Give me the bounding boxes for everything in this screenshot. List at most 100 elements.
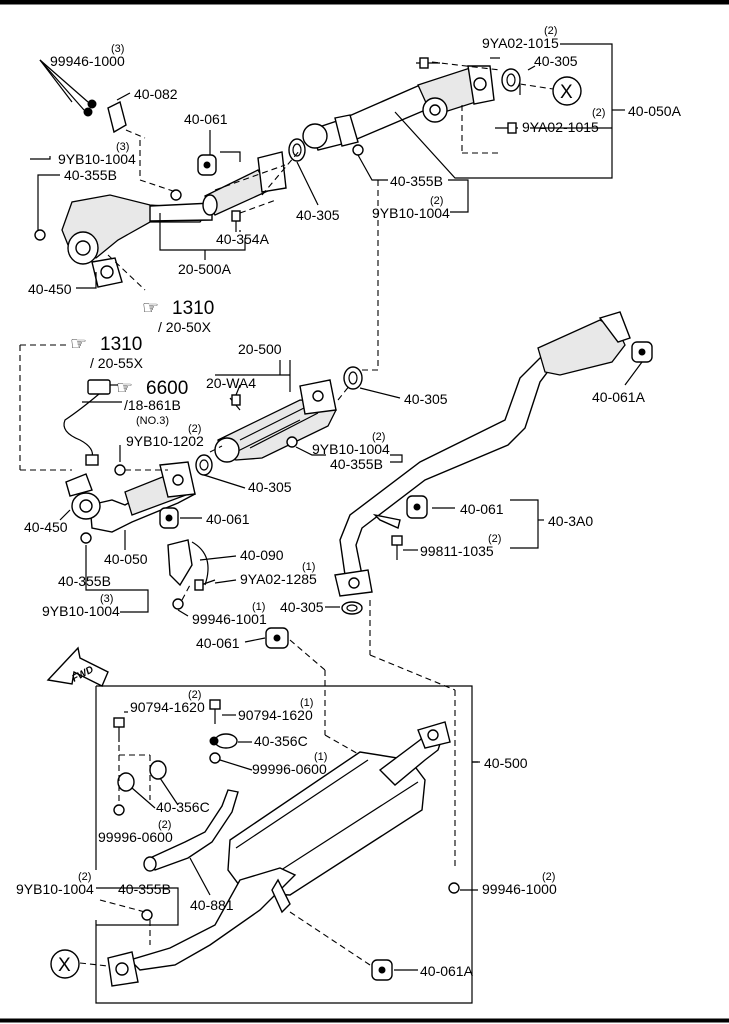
- qty-99996-0600-a: (1): [314, 751, 327, 763]
- label-40-450-b: 40-450: [24, 519, 68, 535]
- gasket-40-305-a: [288, 138, 306, 162]
- bolt-40-354a: [231, 210, 241, 232]
- label-9yb10-1004-e: 9YB10-1004: [16, 881, 94, 897]
- nut-99996-0600-a: [209, 752, 221, 764]
- ref-hand-icon-1310-a: ☞: [142, 298, 159, 319]
- label-40-355b-a: 40-355B: [64, 167, 117, 183]
- qty-9yb10-1004-a: (3): [116, 141, 129, 153]
- bolt-9ya02-1285: [194, 579, 216, 591]
- label-40-450-a: 40-450: [28, 281, 72, 297]
- gasket-40-305-lower: [195, 454, 213, 476]
- gasket-40-305-right: [341, 601, 363, 615]
- label-9yb10-1004-a: 9YB10-1004: [58, 151, 136, 167]
- qty-99996-0600-b: (2): [158, 819, 171, 831]
- nut-9yb10-1202: [114, 464, 126, 476]
- label-99946-1001: 99946-1001: [192, 611, 267, 627]
- hanger-40-061a-lower: [371, 959, 393, 981]
- nut-40-355b-lower-left: [80, 532, 92, 544]
- gasket-40-305-a-inner: [292, 143, 302, 157]
- gasket-40-305-b: [501, 68, 521, 92]
- top-leaders: [30, 43, 625, 371]
- label-20-wa4: 20-WA4: [206, 375, 256, 391]
- label-40-061a-a: 40-061A: [592, 389, 646, 405]
- ref-6600-sub2: (NO.3): [136, 415, 169, 427]
- nut-9yb10-1004-mid: [286, 436, 298, 448]
- bottom-leaders: [79, 711, 480, 971]
- label-9yb10-1004-b: 9YB10-1004: [372, 205, 450, 221]
- clamp-40-356c-b: [117, 760, 167, 792]
- nut-9yb10-top-right: [352, 144, 364, 156]
- ref-1310-b-sub: / 20-55X: [90, 355, 144, 371]
- gasket-40-305-mid-inner: [348, 371, 358, 385]
- label-40-3a0: 40-3A0: [548, 513, 593, 529]
- gasket-40-305-mid: [343, 366, 363, 390]
- nut-9yb10-mid: [170, 189, 182, 201]
- qty-99946-1000-top: (3): [111, 43, 124, 55]
- qty-9ya02-1015-b: (2): [592, 107, 605, 119]
- fwd-arrow: FWD: [46, 646, 109, 687]
- qty-9yb10-1004-e: (2): [78, 871, 91, 883]
- label-40-355b-b: 40-355B: [390, 173, 443, 189]
- main-muffler-40-500: [107, 721, 451, 987]
- connector-x-bottom-label: X: [58, 955, 71, 976]
- nut-40-355b-bottom: [141, 909, 153, 921]
- ref-6600-sub: /18-861B: [124, 397, 181, 413]
- qty-9yb10-1004-d: (3): [100, 593, 113, 605]
- hanger-40-061-right: [406, 495, 428, 519]
- bolt-90794-1620-b: [209, 699, 221, 724]
- qty-9ya02-1285: (1): [302, 561, 315, 573]
- label-20-500a: 20-500A: [178, 261, 232, 277]
- nut-99946-1001: [172, 598, 184, 610]
- bolt-99811-1035: [391, 535, 403, 560]
- nut-99996-0600-b: [113, 804, 125, 816]
- top-rule: [0, 0, 729, 5]
- label-40-090: 40-090: [240, 547, 284, 563]
- label-9ya02-1285: 9YA02-1285: [240, 571, 317, 587]
- label-40-061-d: 40-061: [460, 501, 504, 517]
- label-40-050a: 40-050A: [628, 103, 682, 119]
- nut-9yb10-top-left: [34, 229, 46, 241]
- hanger-40-061-lower: [265, 627, 289, 649]
- label-40-061-a: 40-061: [184, 111, 228, 127]
- label-99996-0600-a: 99996-0600: [252, 761, 327, 777]
- oxygen-sensor: [63, 379, 111, 466]
- hanger-40-061-top: [197, 151, 241, 176]
- pipe-40-050a: [302, 65, 495, 151]
- bottom-rule: [0, 1018, 729, 1023]
- label-99996-0600-b: 99996-0600: [98, 829, 173, 845]
- clamp-40-356c-a: [209, 733, 238, 749]
- qty-99946-1001: (1): [252, 601, 265, 613]
- bolt-90794-1620-a: [113, 717, 125, 742]
- ref-1310-a-sub: / 20-50X: [158, 319, 212, 335]
- qty-90794-1620-a: (2): [188, 689, 201, 701]
- label-40-305-b: 40-305: [534, 53, 578, 69]
- bolt-20-wa4: [229, 394, 241, 411]
- qty-9yb10-1004-b: (2): [430, 195, 443, 207]
- bolt-9ya02-1015-b: [495, 122, 518, 134]
- qty-9yb10-1202: (2): [188, 423, 201, 435]
- label-40-881: 40-881: [190, 897, 234, 913]
- hanger-40-061a-upper: [631, 341, 653, 363]
- label-40-356c-a: 40-356C: [254, 733, 308, 749]
- label-40-061-b: 40-061: [206, 511, 250, 527]
- nut-99946-1000-bottom: [448, 882, 460, 894]
- label-99946-1000-b: 99946-1000: [482, 881, 557, 897]
- ref-6600: 6600: [146, 378, 188, 399]
- resonator-pipe-40-3a0: [334, 311, 631, 597]
- ref-hand-icon-6600: ☞: [116, 378, 133, 399]
- ref-1310-a: 1310: [172, 298, 214, 319]
- label-9ya02-1015-b: 9YA02-1015: [522, 119, 599, 135]
- gasket-40-305-b-inner: [506, 73, 516, 87]
- qty-9ya02-1015-a: (2): [544, 25, 557, 37]
- label-40-355b-e: 40-355B: [118, 881, 171, 897]
- label-40-305-c: 40-305: [404, 391, 448, 407]
- label-9ya02-1015-a: 9YA02-1015: [482, 35, 559, 51]
- qty-9yb10-1004-c: (2): [372, 431, 385, 443]
- label-90794-1620-a: 90794-1620: [130, 699, 205, 715]
- label-9yb10-1004-c: 9YB10-1004: [312, 441, 390, 457]
- hanger-40-061-mid-left: [159, 507, 179, 529]
- label-40-355b-d: 40-355B: [58, 573, 111, 589]
- connector-x-top-label: X: [560, 82, 573, 103]
- label-40-061a-b: 40-061A: [420, 963, 474, 979]
- label-40-061-c: 40-061: [196, 635, 240, 651]
